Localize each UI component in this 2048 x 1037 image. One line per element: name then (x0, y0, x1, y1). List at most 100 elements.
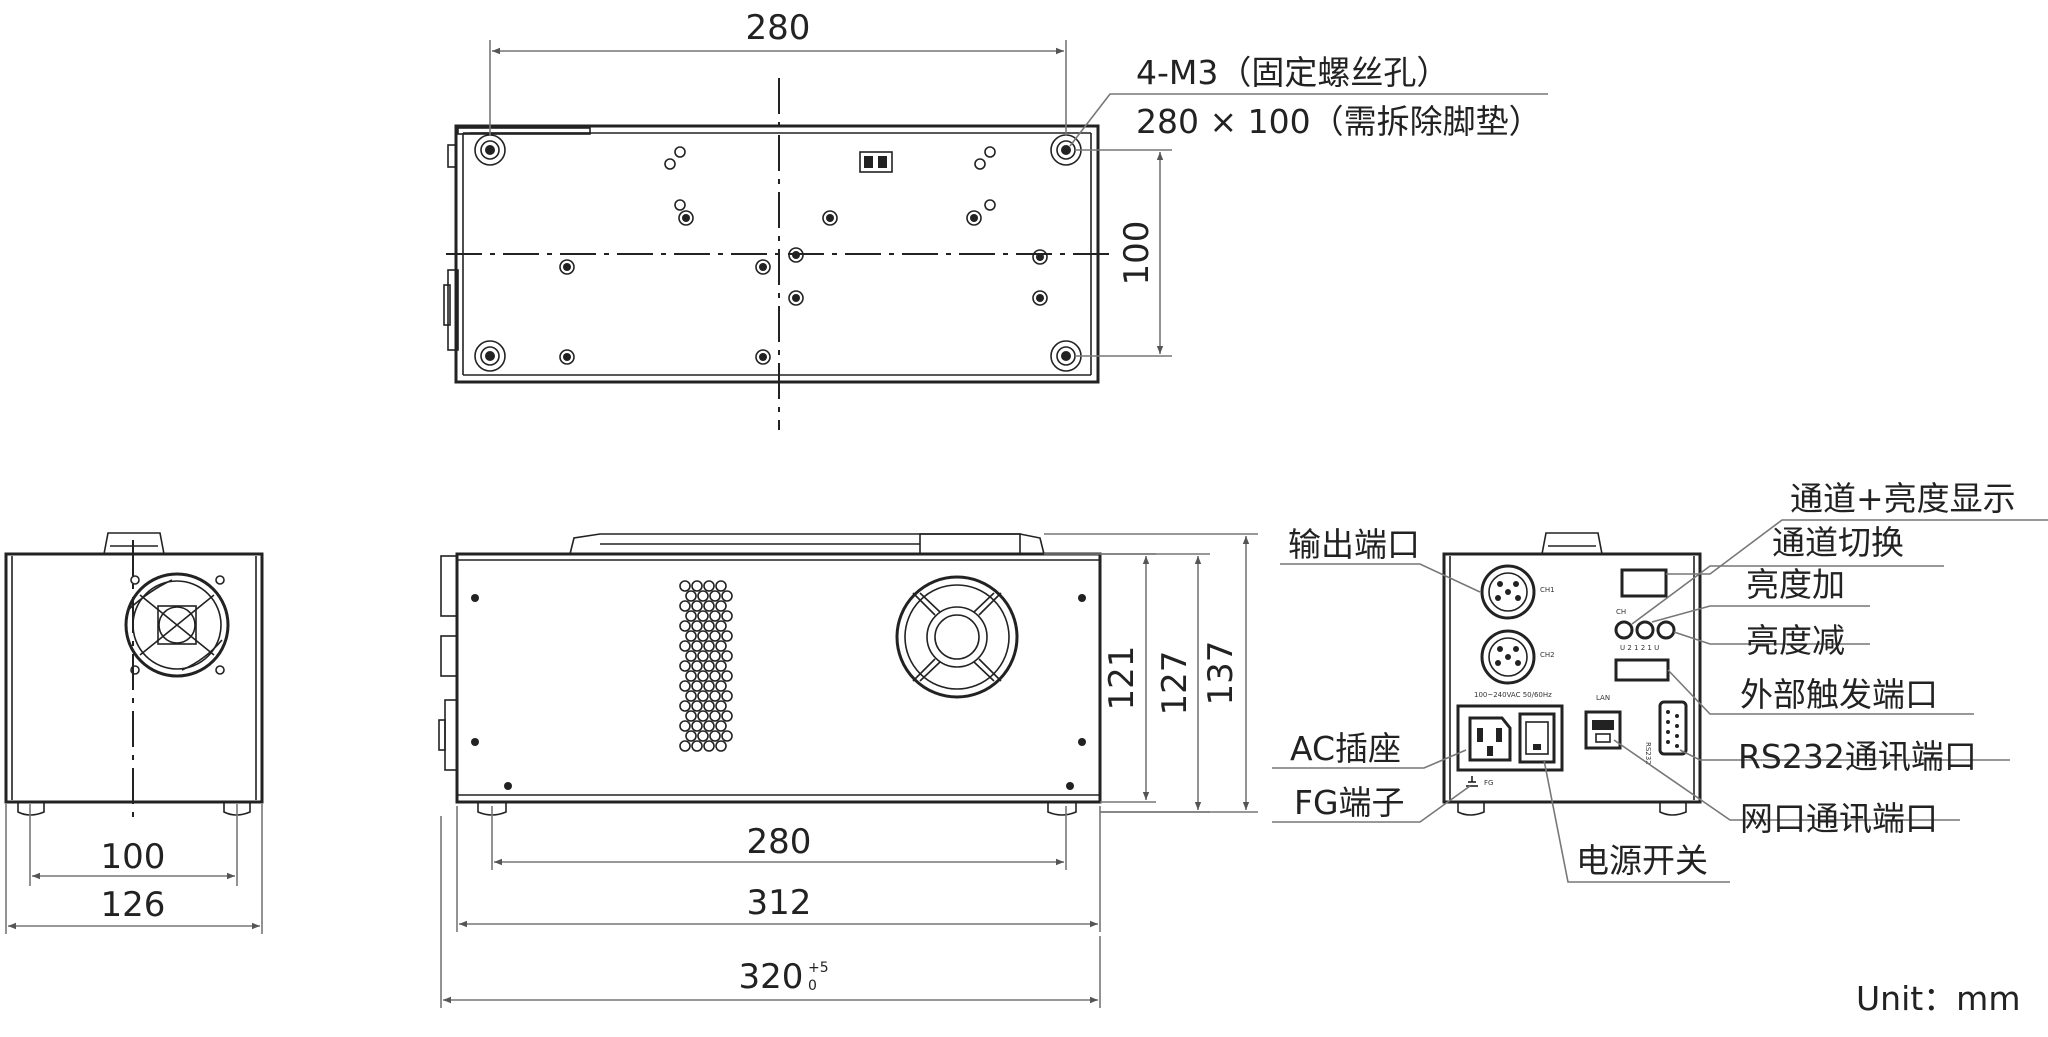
vent-hole (685, 710, 697, 722)
vent-hole (691, 620, 703, 632)
brightness-down-label: 亮度减 (1746, 621, 1845, 660)
vent-hole (697, 730, 709, 742)
vent-hole (715, 600, 727, 612)
ac-socket-icon (1468, 716, 1512, 762)
output-port-label: 输出端口 (1288, 525, 1420, 564)
vent-hole (715, 580, 727, 592)
vent-hole (679, 740, 691, 752)
ch1-label: CH1 (1540, 586, 1555, 594)
vent-hole (697, 670, 709, 682)
vent-hole (721, 690, 733, 702)
brightness-down-button[interactable] (1656, 620, 1676, 640)
vent-hole (691, 640, 703, 652)
vent-hole (703, 680, 715, 692)
side-body-length-dim: 312 (747, 883, 812, 923)
vent-hole (697, 650, 709, 662)
power-switch-label: 电源开关 (1576, 841, 1708, 880)
vent-hole (709, 650, 721, 662)
tolerance-lower: 0 (808, 978, 817, 994)
ch-label: CH (1616, 608, 1626, 616)
vent-hole (709, 610, 721, 622)
vent-hole (679, 580, 691, 592)
vent-hole (679, 680, 691, 692)
trigger-port-icon (1614, 658, 1670, 682)
vent-hole (709, 590, 721, 602)
top-width-dim: 280 (746, 8, 811, 48)
ch2-connector-icon (1480, 629, 1536, 685)
tolerance-upper: +5 (808, 960, 829, 976)
ac-socket-label: AC插座 (1290, 729, 1401, 768)
mount-spacing-label: 280 × 100（需拆除脚垫） (1136, 102, 1542, 141)
vent-hole (703, 580, 715, 592)
vent-hole (679, 700, 691, 712)
vent-hole (703, 720, 715, 732)
vent-hole (715, 620, 727, 632)
vent-hole (697, 710, 709, 722)
vent-hole (703, 640, 715, 652)
vent-hole (715, 640, 727, 652)
voltage-label: 100~240VAC 50/60Hz (1474, 691, 1552, 699)
vent-hole (679, 660, 691, 672)
height-127-dim: 127 (1155, 651, 1195, 716)
vent-hole (721, 730, 733, 742)
ch1-connector-icon (1480, 564, 1536, 620)
unit-label: Unit：mm (1856, 979, 2020, 1018)
side-hole-spacing-dim: 280 (747, 822, 812, 862)
brightness-up-label: 亮度加 (1746, 565, 1845, 604)
vent-hole (697, 590, 709, 602)
vent-hole (685, 670, 697, 682)
vent-hole (709, 730, 721, 742)
rs232-port-label: RS232通讯端口 (1738, 737, 1977, 776)
vent-hole (691, 580, 703, 592)
front-view: 100 126 (4, 532, 264, 934)
switch-slot-icon (859, 151, 893, 173)
vent-hole (685, 590, 697, 602)
vent-hole (703, 740, 715, 752)
vent-hole (703, 600, 715, 612)
vent-hole (721, 610, 733, 622)
vent-hole (697, 630, 709, 642)
vent-hole (721, 630, 733, 642)
vent-hole (691, 700, 703, 712)
display-window (1620, 568, 1668, 598)
fg-terminal-label: FG端子 (1294, 783, 1405, 822)
front-inner-width-dim: 100 (101, 837, 166, 877)
vent-hole (697, 610, 709, 622)
vent-hole (679, 720, 691, 732)
vent-hole (721, 590, 733, 602)
ch2-label: CH2 (1540, 651, 1555, 659)
fan-icon (124, 572, 230, 678)
channel-switch-button[interactable] (1614, 620, 1634, 640)
rear-panel-view: CH1 CH2 100~240VAC 50/60Hz CH U 2 1 2 1 … (1272, 479, 2048, 883)
vent-hole (697, 690, 709, 702)
vent-hole (703, 620, 715, 632)
ground-icon (1466, 776, 1478, 787)
vent-hole (721, 670, 733, 682)
mount-holes-label: 4-M3（固定螺丝孔） (1136, 53, 1449, 92)
vent-hole (715, 740, 727, 752)
rs232-port-icon (1658, 700, 1688, 756)
lan-label: LAN (1596, 694, 1610, 702)
lan-port-icon (1584, 710, 1622, 750)
channel-switch-label: 通道切换 (1772, 523, 1904, 562)
channel-brightness-display-label: 通道+亮度显示 (1790, 479, 2016, 518)
vent-hole (685, 730, 697, 742)
vent-hole (685, 610, 697, 622)
vent-hole (691, 660, 703, 672)
lan-port-label: 网口通讯端口 (1740, 799, 1938, 838)
height-137-dim: 137 (1201, 641, 1241, 706)
vent-hole (679, 640, 691, 652)
side-total-length-dim: 320 (739, 957, 804, 997)
vent-hole (715, 720, 727, 732)
vent-hole (721, 650, 733, 662)
vent-hole (721, 710, 733, 722)
vent-hole (679, 600, 691, 612)
power-switch-icon (1518, 712, 1556, 764)
fan-icon (895, 575, 1019, 699)
fg-label: FG (1484, 779, 1493, 787)
brightness-up-button[interactable] (1635, 620, 1655, 640)
vent-hole (709, 710, 721, 722)
side-view: 121 127 137 280 312 320 +5 0 (438, 533, 1258, 1008)
vent-hole (691, 600, 703, 612)
